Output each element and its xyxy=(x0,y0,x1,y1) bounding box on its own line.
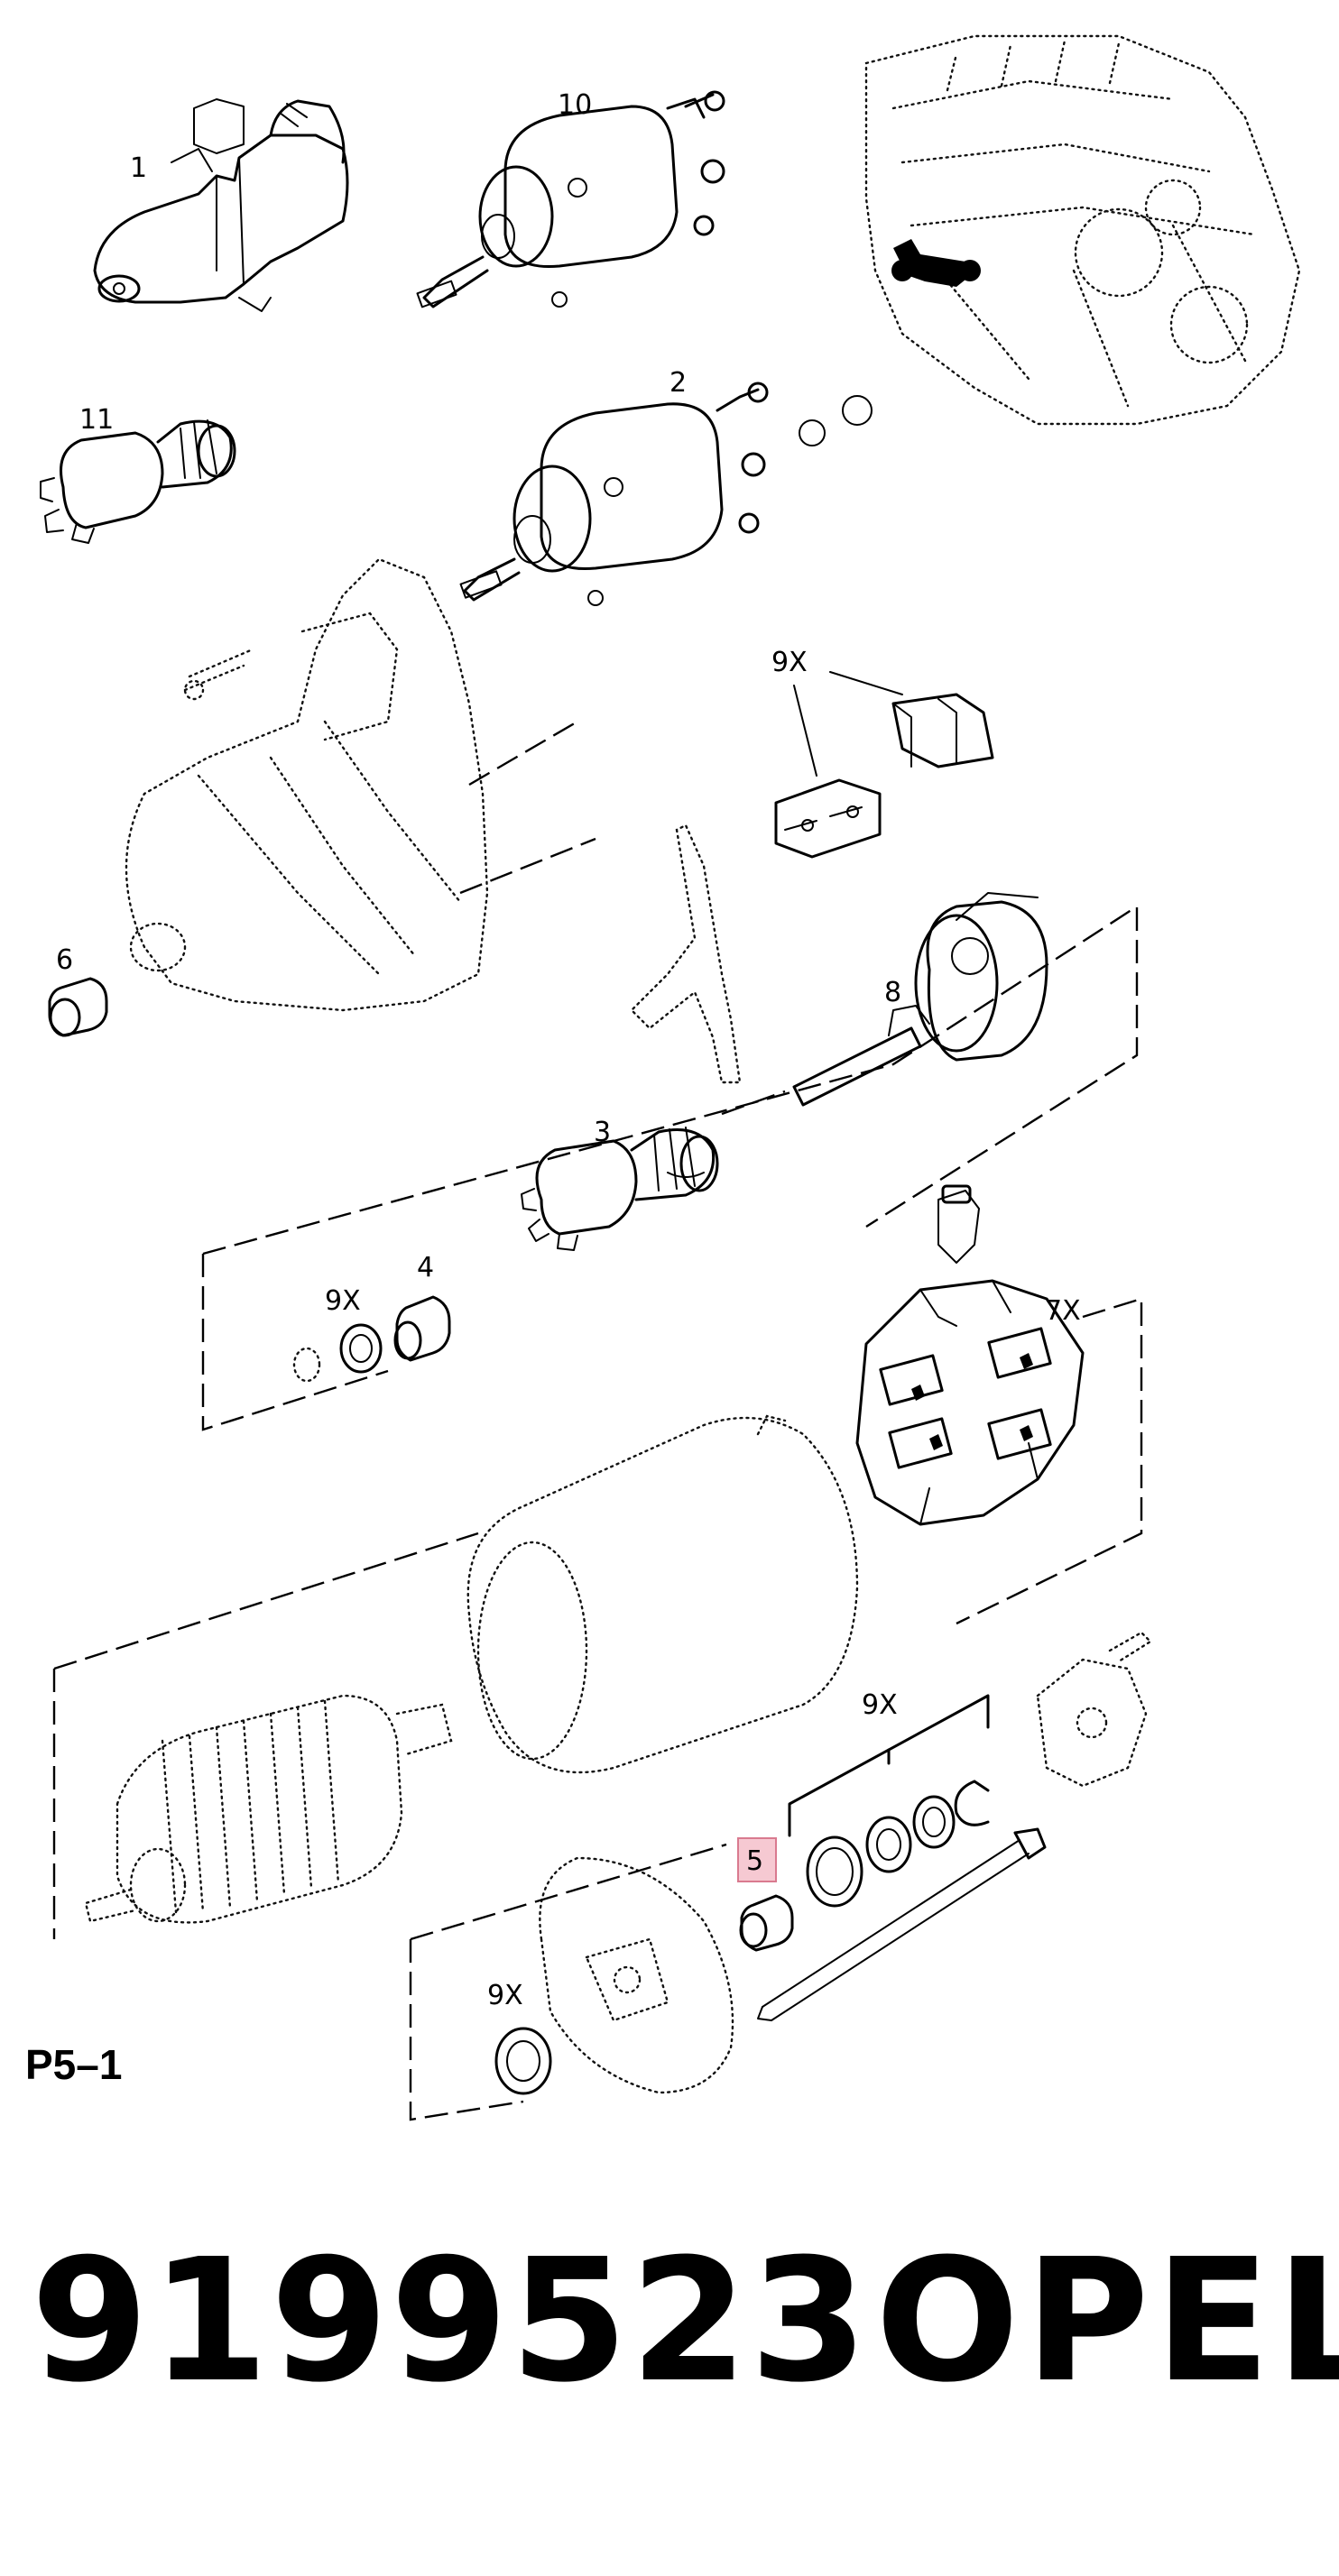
terminal-kit-part-9x[interactable] xyxy=(774,671,994,859)
engagement-shaft-part-8[interactable] xyxy=(792,892,1048,1107)
callout-4: 4 xyxy=(417,1252,434,1283)
brush-holder-part-7x[interactable] xyxy=(855,1184,1085,1526)
drive-end-housing xyxy=(125,557,596,1012)
shift-fork xyxy=(630,823,742,1084)
exploded-parts-diagram: 1 10 11 2 9X 6 8 3 9X 4 7X 9X 5 9X xyxy=(40,34,1301,2121)
engine-location-illustration xyxy=(864,34,1301,426)
armature xyxy=(84,1694,453,1924)
callout-9x-terminals: 9X xyxy=(771,647,808,678)
field-housing xyxy=(466,1414,859,1774)
callout-8: 8 xyxy=(884,977,901,1008)
callout-labels: 1 10 11 2 9X 6 8 3 9X 4 7X 9X 5 9X xyxy=(56,89,1081,2011)
rear-bracket xyxy=(1036,1631,1152,1788)
part-number: 9199523 xyxy=(31,2222,870,2420)
callout-7x: 7X xyxy=(1045,1295,1081,1327)
diagram-page-code: P5–1 xyxy=(25,2041,123,2088)
callout-9x-bottom: 9X xyxy=(487,1980,523,2011)
seal-kit-bottom-part-9x[interactable] xyxy=(494,2027,552,2095)
callout-5: 5 xyxy=(746,1845,763,1877)
callout-10: 10 xyxy=(558,89,592,121)
solenoid-part-10[interactable] xyxy=(416,90,725,308)
pinion-drive-part-3[interactable] xyxy=(521,1127,719,1251)
ring-kit-rear-part-9x[interactable] xyxy=(788,1694,990,1908)
pinion-drive-part-11[interactable] xyxy=(40,419,236,544)
callout-3: 3 xyxy=(594,1117,611,1148)
solenoid-part-2[interactable] xyxy=(459,382,873,606)
callout-6: 6 xyxy=(56,944,73,976)
callout-9x-front: 9X xyxy=(325,1285,361,1317)
brand-name: OPEL xyxy=(875,2222,1339,2420)
callout-11: 11 xyxy=(79,404,114,436)
commutator-end-shield xyxy=(539,1856,734,2094)
ring-kit-front-part-9x[interactable] xyxy=(292,1323,383,1383)
through-bolt xyxy=(757,1827,1047,2021)
callout-1: 1 xyxy=(130,152,147,184)
callout-2: 2 xyxy=(670,367,687,399)
bush-part-4[interactable] xyxy=(393,1295,451,1362)
bush-part-6[interactable] xyxy=(48,977,108,1037)
starter-motor-part-1[interactable] xyxy=(93,98,349,312)
callout-9x-rear: 9X xyxy=(862,1689,898,1721)
callout-5-highlight xyxy=(737,1837,777,1882)
bush-part-5[interactable] xyxy=(739,1894,794,1952)
